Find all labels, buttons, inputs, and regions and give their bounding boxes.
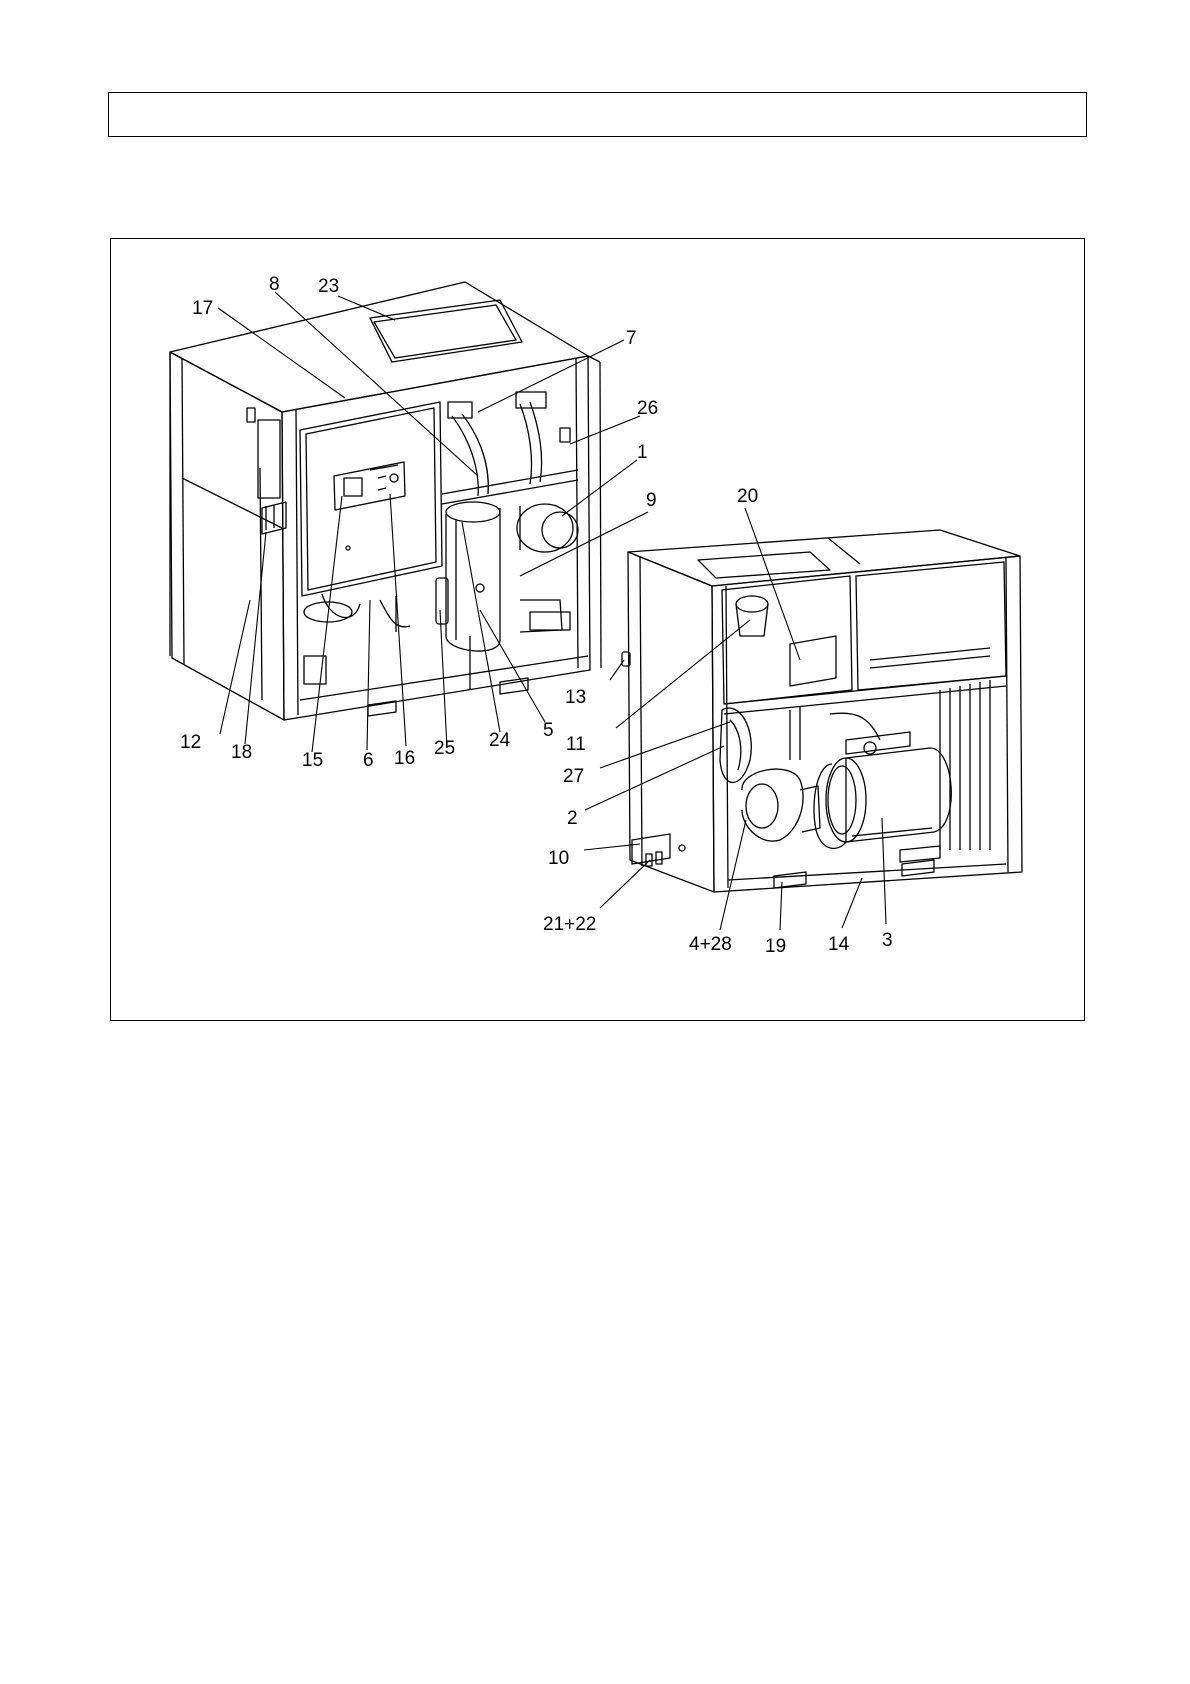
leader-lines — [218, 292, 886, 930]
callout-10: 10 — [548, 848, 569, 869]
callout-3: 3 — [882, 930, 893, 951]
callout-1: 1 — [637, 442, 648, 463]
callout-25: 25 — [434, 738, 455, 759]
callout-21-22: 21+22 — [543, 914, 596, 935]
callout-14: 14 — [828, 934, 850, 955]
callout-4-28: 4+28 — [689, 934, 732, 955]
callout-16: 16 — [394, 748, 415, 769]
electric-motor — [846, 748, 951, 842]
callout-17: 17 — [192, 298, 213, 319]
fan-compartment — [856, 562, 1006, 690]
callout-19: 19 — [765, 936, 786, 957]
callout-13: 13 — [565, 687, 586, 708]
air-filter-housing — [517, 504, 573, 552]
callout-5: 5 — [543, 720, 554, 741]
coupling-housing — [742, 769, 803, 841]
intake-box — [790, 636, 836, 686]
display-screen — [344, 478, 362, 496]
callout-27: 27 — [563, 766, 584, 787]
callout-9: 9 — [646, 490, 657, 511]
callout-labels: 17 8 23 7 26 1 9 20 12 18 15 6 16 25 24 … — [180, 274, 893, 957]
right-unit — [622, 530, 1022, 892]
airend — [720, 708, 751, 782]
right-unit-top-panel — [628, 530, 1020, 586]
callout-8: 8 — [269, 274, 280, 295]
left-unit-side-panel — [170, 352, 284, 720]
callout-23: 23 — [318, 276, 339, 297]
callout-7: 7 — [626, 328, 637, 349]
cooler-compartment — [722, 576, 852, 704]
left-unit — [170, 282, 601, 720]
callout-24: 24 — [489, 730, 511, 751]
callout-18: 18 — [231, 742, 252, 763]
right-unit-top-vent — [698, 552, 830, 578]
callout-2: 2 — [567, 808, 578, 829]
callout-15: 15 — [302, 750, 323, 771]
right-unit-front-frame — [712, 556, 1022, 892]
callout-12: 12 — [180, 732, 201, 753]
callout-6: 6 — [363, 750, 374, 771]
callout-11: 11 — [566, 734, 586, 755]
callout-20: 20 — [737, 486, 758, 507]
callout-26: 26 — [637, 398, 658, 419]
